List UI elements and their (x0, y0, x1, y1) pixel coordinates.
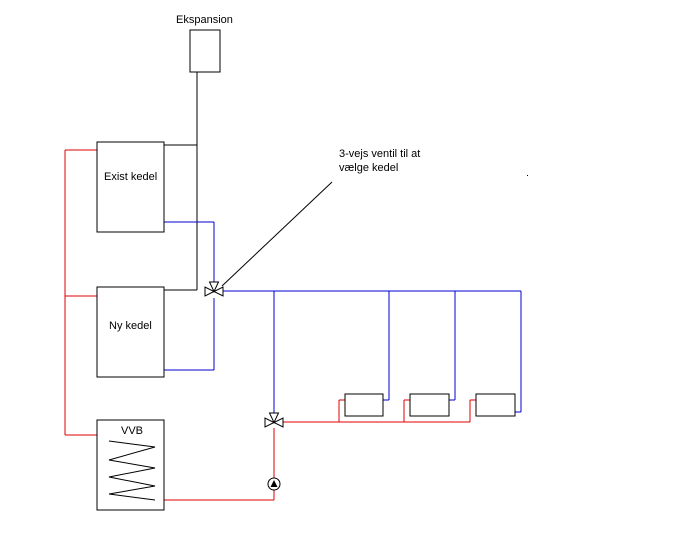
exist-boiler-label: Exist kedel (104, 171, 157, 183)
new-boiler-label: Ny kedel (109, 320, 152, 332)
radiator-icon (344, 393, 384, 417)
expansion-label: Ekspansion (176, 14, 233, 26)
three-way-valve-icon (204, 281, 224, 297)
new-boiler: Ny kedel (96, 286, 165, 378)
annotation-leader (221, 181, 333, 287)
pump-icon (267, 477, 281, 491)
three-way-valve-icon (264, 412, 284, 428)
return-pipes (164, 221, 522, 416)
supply-pipes (64, 149, 476, 501)
valve-note-line1: 3-vejs ventil til at (339, 148, 420, 160)
valve-annotation: 3-vejs ventil til at vælge kedel (221, 148, 420, 287)
expansion-pipes (164, 72, 198, 291)
hot-water-tank-label: VVB (121, 425, 143, 437)
expansion-tank: Ekspansion (176, 14, 233, 73)
heating-coil-icon (108, 440, 156, 501)
stray-dot (527, 175, 528, 176)
radiators (344, 393, 516, 417)
exist-boiler: Exist kedel (96, 141, 165, 233)
radiator-icon (409, 393, 450, 417)
radiator-icon (475, 393, 516, 417)
hot-water-tank: VVB (96, 419, 165, 511)
valve-note-line2: vælge kedel (339, 162, 398, 174)
